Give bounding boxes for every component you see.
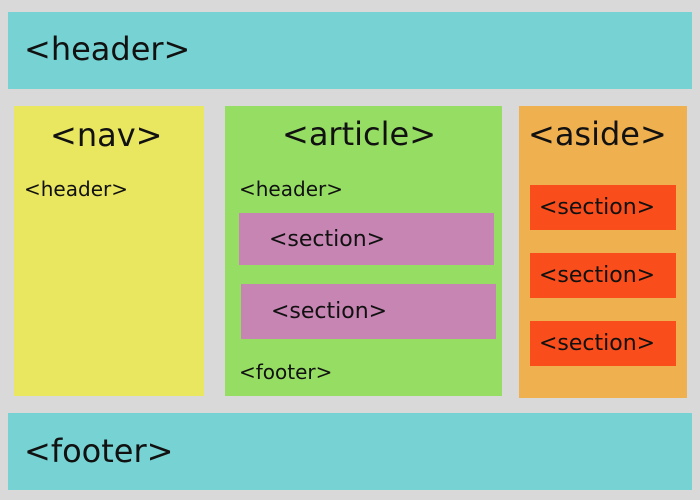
article-header-label: <header>	[239, 177, 343, 201]
nav-box: <nav> <header>	[14, 106, 204, 396]
article-title: <article>	[282, 115, 436, 153]
article-section-1: <section>	[239, 213, 494, 265]
article-section-2-label: <section>	[271, 299, 388, 324]
page-footer-box: <footer>	[8, 413, 692, 490]
aside-section-1: <section>	[530, 185, 676, 230]
aside-section-2: <section>	[530, 253, 676, 298]
aside-section-1-label: <section>	[539, 195, 656, 220]
page-footer-label: <footer>	[24, 432, 174, 470]
aside-section-3: <section>	[530, 321, 676, 366]
page-header-box: <header>	[8, 12, 692, 89]
aside-title: <aside>	[528, 115, 667, 153]
aside-section-2-label: <section>	[539, 263, 656, 288]
aside-section-3-label: <section>	[539, 331, 656, 356]
article-section-2: <section>	[241, 284, 496, 339]
page-header-label: <header>	[24, 30, 191, 68]
nav-header-label: <header>	[24, 177, 128, 201]
aside-box: <aside> <section> <section> <section>	[519, 106, 687, 398]
article-footer-label: <footer>	[239, 360, 333, 384]
article-box: <article> <header> <section> <section> <…	[225, 106, 502, 396]
article-section-1-label: <section>	[269, 227, 386, 252]
nav-title: <nav>	[50, 116, 163, 154]
